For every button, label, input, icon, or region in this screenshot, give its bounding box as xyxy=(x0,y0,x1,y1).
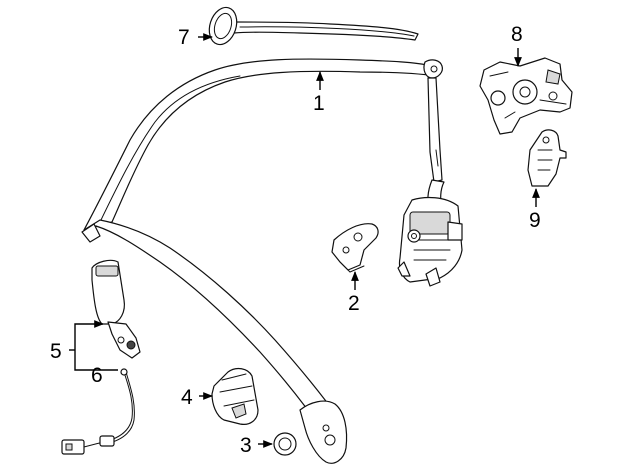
callout-8: 8 xyxy=(511,23,523,46)
part-5-buckle xyxy=(91,259,141,359)
callout-2: 2 xyxy=(348,292,360,315)
callout-4: 4 xyxy=(181,386,193,409)
part-3-cap xyxy=(273,432,297,456)
part-1-pillar-trim xyxy=(81,58,443,464)
part-4-cover xyxy=(211,367,259,425)
part-6-wire-harness xyxy=(61,368,135,455)
part-2-bracket xyxy=(331,223,379,273)
part-9-guide xyxy=(527,129,567,187)
part-7-upper-trim xyxy=(208,6,419,46)
retractor-assembly xyxy=(397,196,463,287)
seat-belt-webbing xyxy=(427,77,445,211)
callout-6: 6 xyxy=(91,364,103,387)
part-8-adjuster xyxy=(479,57,573,135)
callout-5: 5 xyxy=(50,340,62,363)
callout-3: 3 xyxy=(240,434,252,457)
callout-1: 1 xyxy=(313,92,325,115)
callout-7: 7 xyxy=(178,26,190,49)
callout-numbers: 7 1 8 9 2 5 6 4 3 xyxy=(50,23,541,457)
callout-leaders xyxy=(69,33,540,448)
callout-9: 9 xyxy=(529,209,541,232)
